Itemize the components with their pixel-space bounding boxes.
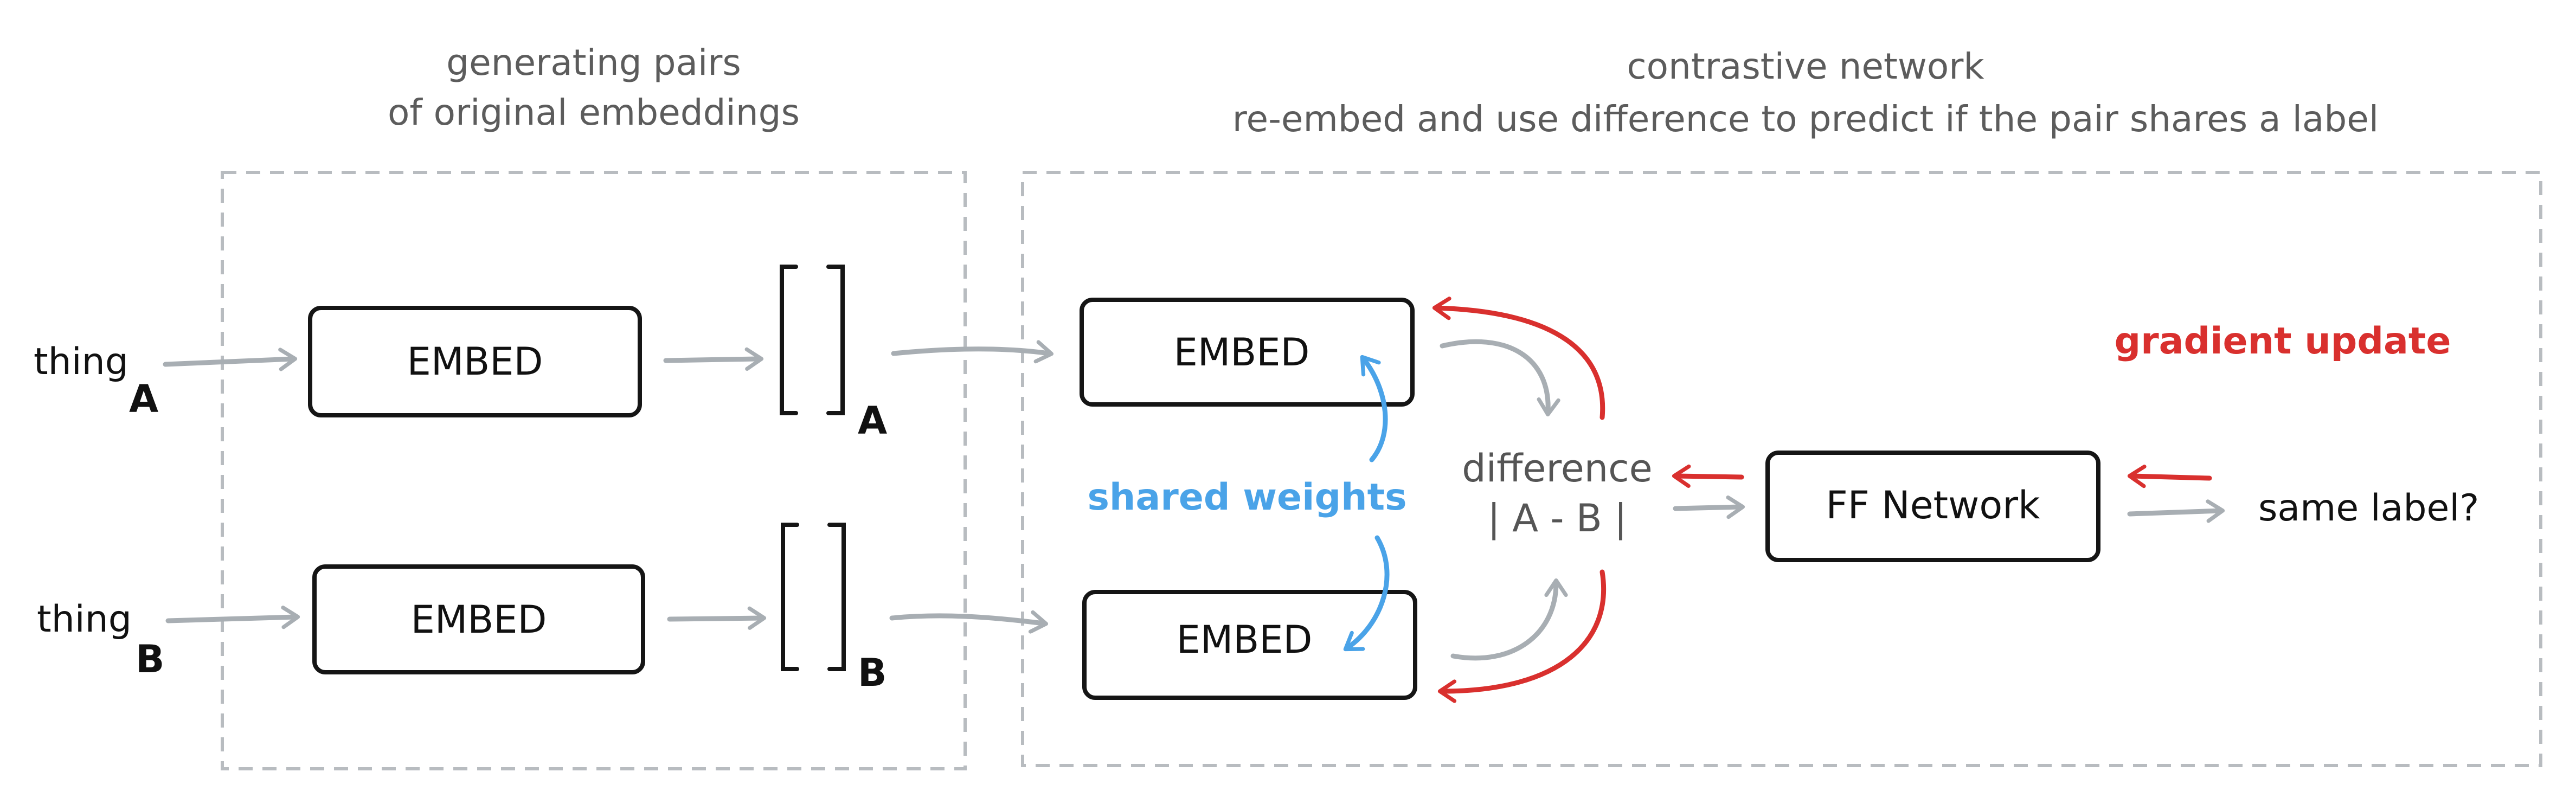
ff-network-label: FF Network xyxy=(1826,483,2040,528)
arrow-embed-b-to-difference xyxy=(1450,578,1568,661)
input-thing-b-subscript: B xyxy=(136,637,164,681)
input-thing-a: thing xyxy=(34,340,129,383)
contrastive-embed-box-a xyxy=(1080,298,1415,407)
left-title-line2: of original embeddings xyxy=(388,92,800,133)
gradient-arrow-to-embed-b xyxy=(1437,569,1607,703)
arrow-vector-a-to-embed xyxy=(891,340,1054,364)
vector-bracket-b xyxy=(781,523,846,671)
arrow-embed-a-to-difference xyxy=(1440,339,1560,417)
difference-label: difference xyxy=(1462,446,1652,491)
input-thing-a-subscript: A xyxy=(129,377,158,421)
gradient-arrow-ff-to-difference xyxy=(1672,464,1744,488)
right-title-line2: re-embed and use difference to predict i… xyxy=(1232,98,2379,140)
output-same-label: same label? xyxy=(2258,487,2479,530)
embed-box-a-label: EMBED xyxy=(407,339,543,384)
gradient-arrow-output-to-ff xyxy=(2127,465,2212,488)
arrow-thing-a-to-embed xyxy=(163,348,298,371)
shared-weights-arrow-up xyxy=(1360,355,1388,462)
vector-a-subscript: A xyxy=(858,398,887,443)
contrastive-embed-box-a-label: EMBED xyxy=(1174,330,1310,375)
contrastive-embed-box-b-label: EMBED xyxy=(1177,618,1313,662)
embed-box-b-label: EMBED xyxy=(411,597,547,642)
difference-formula: | A - B | xyxy=(1487,496,1627,541)
right-title-line1: contrastive network xyxy=(1627,46,1984,87)
arrow-embed-a-to-vector xyxy=(663,347,764,371)
arrow-embed-b-to-vector xyxy=(667,606,767,630)
arrow-difference-to-ff-network xyxy=(1673,495,1745,519)
arrow-thing-b-to-embed xyxy=(165,606,300,629)
ff-network-box xyxy=(1765,451,2100,562)
contrastive-embed-box-b xyxy=(1082,590,1417,700)
gradient-update-label: gradient update xyxy=(2114,320,2451,363)
left-title-line1: generating pairs xyxy=(446,42,741,83)
shared-weights-label: shared weights xyxy=(1087,476,1406,519)
gradient-arrow-to-embed-a xyxy=(1432,297,1605,420)
arrow-vector-b-to-embed xyxy=(889,610,1049,634)
embed-box-b xyxy=(312,564,645,674)
arrow-ff-network-to-output xyxy=(2127,499,2225,523)
embed-box-a xyxy=(308,306,642,417)
vector-bracket-a xyxy=(780,265,845,415)
vector-b-subscript: B xyxy=(858,651,886,695)
left-section-frame xyxy=(221,171,967,770)
right-section-frame xyxy=(1021,171,2542,767)
input-thing-b: thing xyxy=(37,598,132,641)
shared-weights-arrow-down xyxy=(1343,535,1390,652)
